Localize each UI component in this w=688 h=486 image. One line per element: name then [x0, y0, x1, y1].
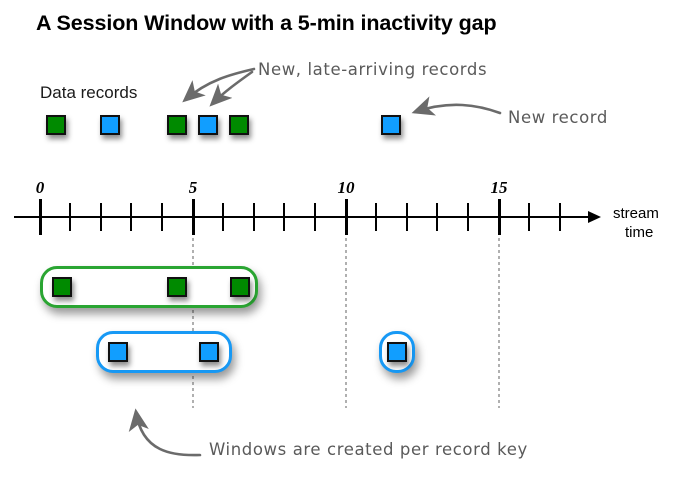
data-record-green-3 — [229, 115, 249, 135]
window-record-blue-2 — [199, 342, 219, 362]
axis-tick-minor-16 — [528, 203, 530, 231]
axis-tick-minor-14 — [467, 203, 469, 231]
axis-tick-major-5 — [191, 199, 195, 235]
session-window-green — [40, 266, 258, 308]
axis-tick-minor-8 — [283, 203, 285, 231]
window-record-green-2 — [167, 277, 187, 297]
axis-label-15: 15 — [490, 178, 508, 197]
axis-tick-minor-4 — [161, 203, 163, 231]
axis-name-line2: time — [625, 224, 654, 241]
window-record-blue-1 — [108, 342, 128, 362]
axis-tick-major-10 — [344, 199, 348, 235]
annotation-windows-per-key: Windows are created per record key — [209, 440, 528, 459]
data-record-blue-3 — [381, 115, 401, 135]
axis-tick-minor-17 — [559, 203, 561, 231]
axis-label-10: 10 — [337, 178, 355, 197]
axis-name-line1: stream — [613, 205, 659, 222]
axis-tick-minor-7 — [253, 203, 255, 231]
axis-tick-minor-13 — [436, 203, 438, 231]
data-record-green-2 — [167, 115, 187, 135]
data-record-blue-2 — [198, 115, 218, 135]
page-title: A Session Window with a 5-min inactivity… — [36, 11, 497, 35]
annotation-late-records: New, late-arriving records — [258, 60, 488, 79]
axis-label-0: 0 — [35, 178, 45, 197]
arrow-late-records-2 — [209, 70, 254, 107]
timeline-axis-line — [14, 216, 598, 218]
axis-tick-minor-3 — [130, 203, 132, 231]
timeline-arrow-head — [588, 211, 601, 223]
guide-line-5 — [192, 238, 194, 408]
window-record-blue-3 — [387, 342, 407, 362]
axis-tick-minor-1 — [69, 203, 71, 231]
axis-tick-minor-6 — [222, 203, 224, 231]
data-record-blue-1 — [100, 115, 120, 135]
arrow-windows-per-key — [128, 408, 202, 457]
guide-line-10 — [345, 238, 347, 408]
window-record-green-3 — [230, 277, 250, 297]
axis-tick-major-0 — [38, 199, 42, 235]
axis-tick-minor-11 — [375, 203, 377, 231]
axis-tick-minor-12 — [406, 203, 408, 231]
axis-tick-minor-9 — [314, 203, 316, 231]
axis-tick-minor-2 — [100, 203, 102, 231]
axis-tick-major-15 — [497, 199, 501, 235]
axis-label-5: 5 — [188, 178, 198, 197]
arrow-new-record — [411, 96, 502, 116]
data-records-label: Data records — [40, 83, 138, 102]
data-record-green-1 — [46, 115, 66, 135]
window-record-green-1 — [52, 277, 72, 297]
annotation-new-record: New record — [508, 108, 608, 127]
arrow-late-records-1 — [182, 67, 256, 103]
guide-line-15 — [498, 238, 500, 408]
